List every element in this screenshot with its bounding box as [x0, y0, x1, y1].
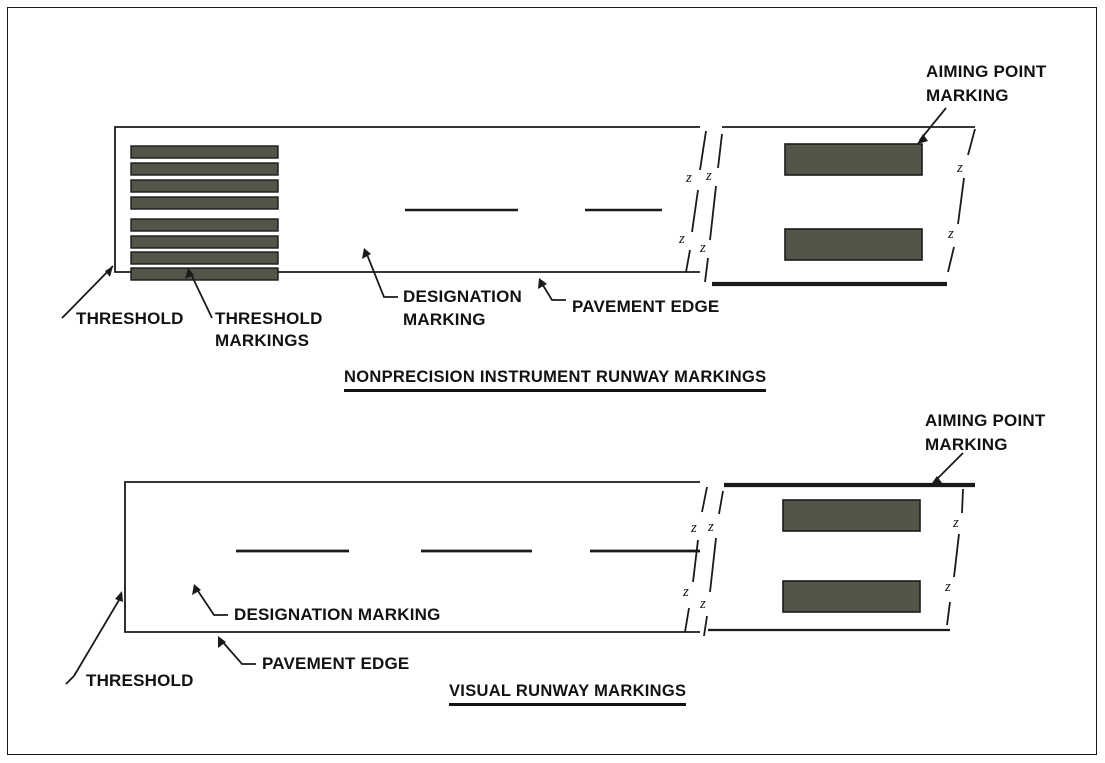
upper-break-mark-right: z z: [699, 133, 723, 283]
label-aiming-point-lower-line2: MARKING: [925, 435, 1008, 454]
label-threshold-lower: THRESHOLD: [86, 671, 194, 690]
upper-runway-left-outline: [114, 126, 700, 273]
svg-text:z: z: [678, 231, 685, 247]
leader-threshold-lower: [65, 594, 123, 685]
lower-runway-left-outline: [124, 481, 700, 633]
lower-runway-group: z z z z z z: [65, 452, 975, 685]
label-threshold-upper: THRESHOLD: [76, 309, 184, 328]
label-threshold-markings-line2: MARKINGS: [215, 331, 310, 350]
aiming-point-block: [784, 228, 923, 261]
label-designation-marking-lower: DESIGNATION MARKING: [234, 605, 441, 624]
leader-pavement-edge-lower: [220, 639, 256, 665]
svg-text:z: z: [952, 515, 959, 531]
label-pavement-edge-lower: PAVEMENT EDGE: [262, 654, 410, 673]
aiming-point-block: [782, 580, 921, 613]
threshold-bar: [130, 145, 279, 159]
threshold-bar: [130, 162, 279, 176]
aiming-point-block: [784, 143, 923, 176]
leader-pavement-edge-upper: [540, 281, 566, 301]
label-threshold-markings-line1: THRESHOLD: [215, 309, 323, 328]
caption-visual-runway: VISUAL RUNWAY MARKINGS: [449, 682, 687, 706]
threshold-bar: [130, 218, 279, 232]
leader-aiming-point-upper: [919, 107, 947, 141]
upper-threshold-markings-group-1: [130, 145, 279, 210]
aiming-point-block: [782, 499, 921, 532]
label-aiming-point-upper-line1: AIMING POINT: [926, 62, 1047, 81]
label-designation-marking-upper-line1: DESIGNATION: [403, 287, 523, 306]
svg-text:z: z: [685, 170, 692, 186]
upper-threshold-markings-group-2: [130, 218, 279, 281]
caption-nonprecision-instrument-runway: NONPRECISION INSTRUMENT RUNWAY MARKINGS: [344, 368, 767, 392]
label-aiming-point-lower-line1: AIMING POINT: [925, 411, 1046, 430]
svg-text:z: z: [682, 584, 689, 600]
svg-text:z: z: [699, 596, 706, 612]
svg-text:z: z: [956, 160, 963, 176]
threshold-bar: [130, 235, 279, 249]
leader-threshold-upper: [61, 265, 114, 319]
threshold-bar: [130, 179, 279, 193]
threshold-bar: [130, 267, 279, 281]
label-pavement-edge-upper: PAVEMENT EDGE: [572, 297, 720, 316]
svg-text:z: z: [947, 226, 954, 242]
leader-designation-upper: [365, 251, 398, 298]
upper-break-mark-far-right: z z: [947, 128, 976, 273]
lower-break-mark-left: z z: [682, 486, 708, 633]
threshold-bar: [130, 196, 279, 210]
label-designation-marking-upper-line2: MARKING: [403, 310, 486, 329]
threshold-bar: [130, 251, 279, 265]
svg-text:z: z: [944, 579, 951, 595]
svg-text:z: z: [707, 519, 714, 535]
svg-text:z: z: [699, 240, 706, 256]
upper-runway-group: z z z z z z: [61, 107, 976, 319]
leader-designation-lower: [195, 587, 228, 616]
lower-break-mark-far-right: z z: [944, 488, 964, 626]
lower-break-mark-right: z z: [699, 490, 724, 637]
label-aiming-point-upper-line2: MARKING: [926, 86, 1009, 105]
leader-threshold-markings: [189, 271, 213, 319]
svg-text:z: z: [690, 520, 697, 536]
upper-break-mark-left: z z: [678, 130, 707, 273]
leader-aiming-point-lower: [933, 452, 964, 483]
svg-text:z: z: [705, 168, 712, 184]
figure-border: [7, 7, 1097, 755]
